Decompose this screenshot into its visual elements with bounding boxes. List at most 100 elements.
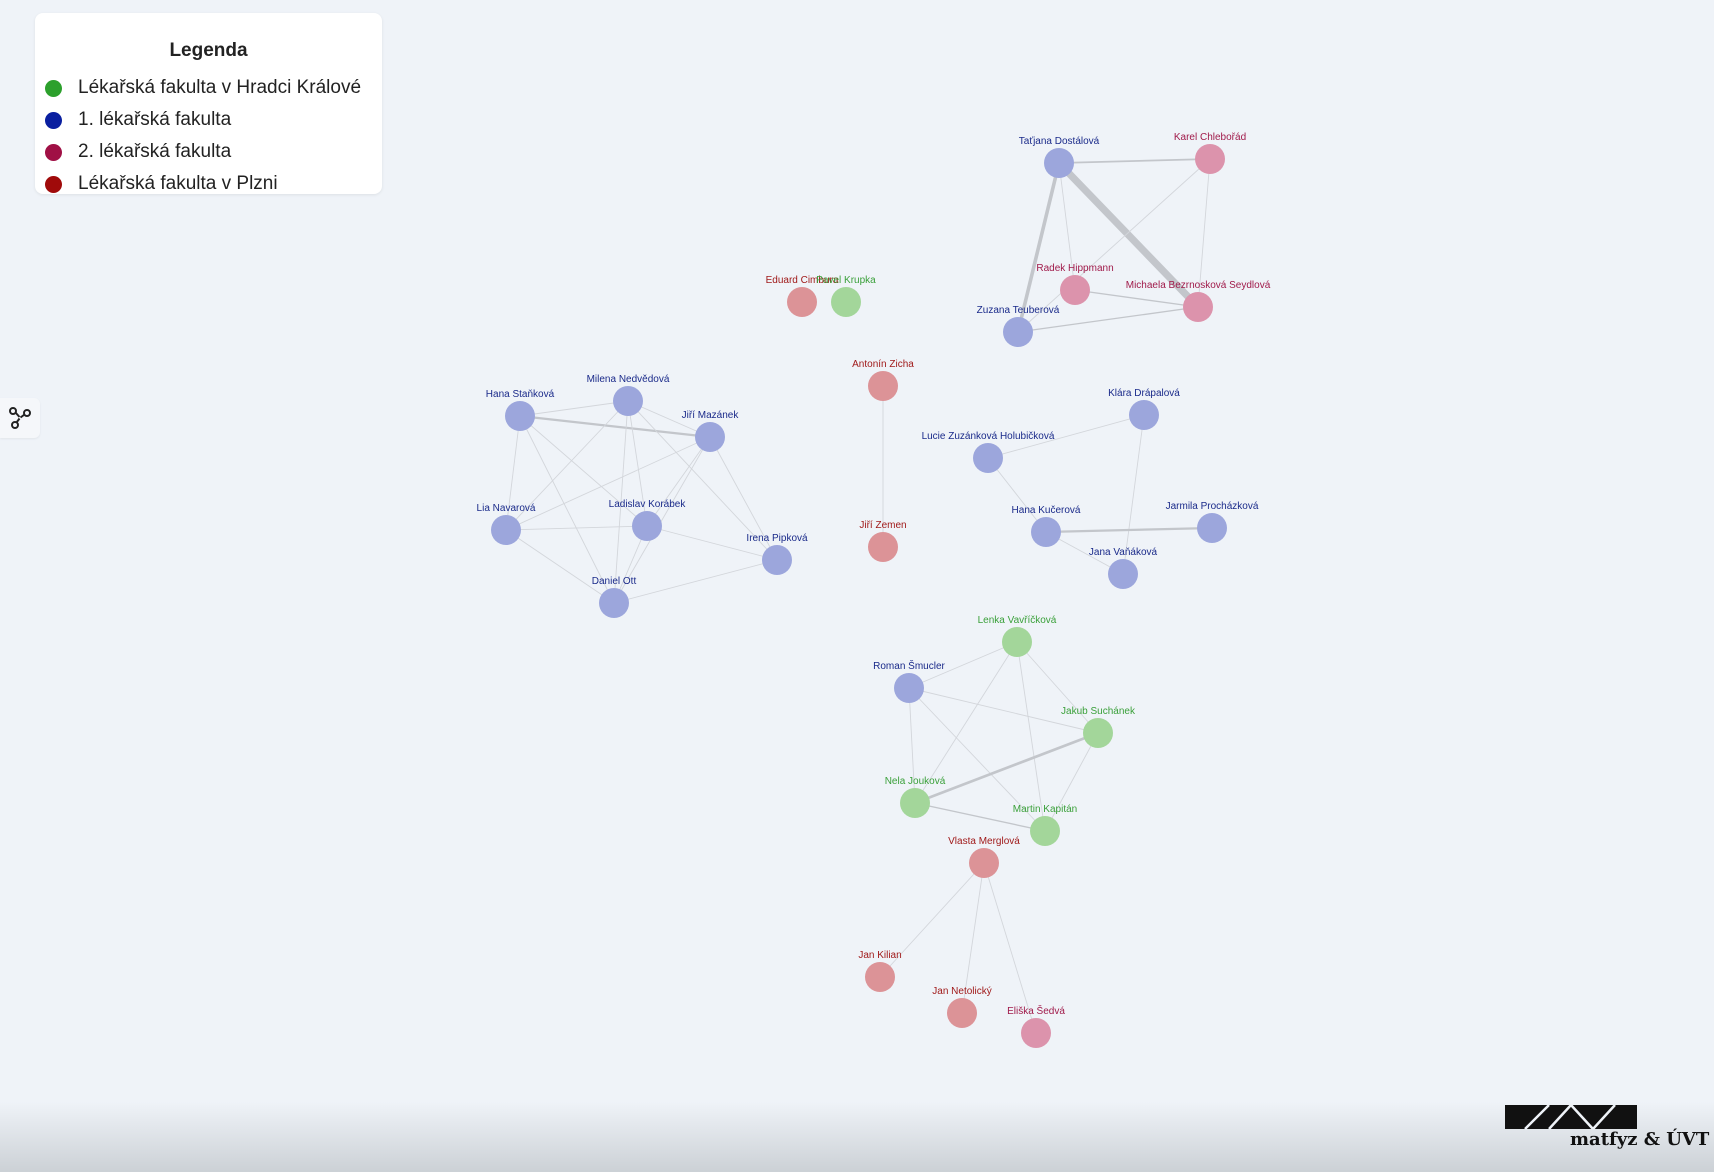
graph-edge: [519, 400, 629, 417]
node-circle[interactable]: [1083, 718, 1113, 748]
node-label: Jan Kilian: [858, 950, 901, 961]
graph-edge: [519, 415, 615, 604]
graph-edge: [1016, 162, 1061, 333]
node-circle[interactable]: [695, 422, 725, 452]
legend-dot-icon: [45, 79, 62, 97]
node-circle[interactable]: [613, 386, 643, 416]
node-label: Eliška Šedvá: [1007, 1004, 1065, 1017]
graph-node[interactable]: Jiří Zemen: [859, 520, 907, 562]
node-circle[interactable]: [1108, 559, 1138, 589]
edges-layer: [505, 158, 1213, 1034]
graph-node[interactable]: Eliška Šedvá: [1007, 1004, 1065, 1048]
node-circle[interactable]: [1129, 400, 1159, 430]
graph-edge: [627, 400, 778, 561]
node-label: Martin Kapitán: [1013, 804, 1077, 815]
node-circle[interactable]: [1197, 513, 1227, 543]
node-circle[interactable]: [1183, 292, 1213, 322]
graph-node[interactable]: Jan Kilian: [858, 950, 902, 992]
graph-edge: [983, 862, 1037, 1034]
graph-node[interactable]: Lenka Vavříčková: [978, 615, 1057, 657]
graph-node[interactable]: Martin Kapitán: [1013, 804, 1077, 846]
node-circle[interactable]: [865, 962, 895, 992]
graph-edge: [613, 436, 711, 604]
node-circle[interactable]: [1002, 627, 1032, 657]
node-circle[interactable]: [1195, 144, 1225, 174]
graph-node[interactable]: Jan Netolický: [932, 986, 992, 1028]
legend-item-label: Lékařská fakulta v Hradci Králové: [78, 77, 362, 98]
node-label: Nela Jouková: [885, 776, 946, 787]
graph-edge: [914, 731, 1099, 805]
legend-item-1lf: 1. lékařská fakulta: [45, 106, 231, 134]
node-circle[interactable]: [1060, 275, 1090, 305]
node-circle[interactable]: [1044, 148, 1074, 178]
node-circle[interactable]: [831, 287, 861, 317]
graph-node[interactable]: Jiří Mazánek: [682, 410, 740, 452]
node-circle[interactable]: [900, 788, 930, 818]
graph-node[interactable]: Daniel Ott: [592, 576, 637, 618]
graph-node[interactable]: Eduard Cimbura: [766, 275, 839, 317]
graph-node[interactable]: Karel Chlebořád: [1174, 132, 1246, 174]
graph-edge: [1016, 641, 1099, 734]
node-circle[interactable]: [969, 848, 999, 878]
graph-edge: [1058, 162, 1076, 291]
legend-item-label: 1. lékařská fakulta: [78, 109, 232, 130]
node-label: Jan Netolický: [932, 986, 991, 997]
node-circle[interactable]: [787, 287, 817, 317]
node-circle[interactable]: [505, 401, 535, 431]
graph-node[interactable]: Lucie Zuzánková Holubičková: [922, 431, 1055, 473]
graph-node[interactable]: Roman Šmucler: [873, 659, 946, 703]
node-circle[interactable]: [1021, 1018, 1051, 1048]
graph-node[interactable]: Jakub Suchánek: [1061, 706, 1136, 748]
graph-edge: [505, 415, 521, 531]
node-label: Karel Chlebořád: [1174, 132, 1246, 143]
graph-node[interactable]: Nela Jouková: [885, 776, 946, 818]
node-circle[interactable]: [1031, 517, 1061, 547]
graph-edge: [987, 457, 1047, 533]
node-circle[interactable]: [1030, 816, 1060, 846]
graph-node[interactable]: Jana Vaňáková: [1089, 547, 1158, 589]
node-label: Irena Pipková: [746, 533, 808, 544]
graph-node[interactable]: Vlasta Merglová: [948, 836, 1020, 878]
graph-node[interactable]: Jarmila Procházková: [1166, 501, 1259, 543]
graph-node[interactable]: Radek Hippmann: [1036, 263, 1114, 305]
node-circle[interactable]: [762, 545, 792, 575]
graph-node[interactable]: Irena Pipková: [746, 533, 808, 575]
node-label: Jarmila Procházková: [1166, 501, 1259, 512]
node-label: Hana Kučerová: [1012, 505, 1081, 516]
node-circle[interactable]: [868, 371, 898, 401]
legend-title: Legenda: [169, 40, 248, 61]
node-label: Lia Navarová: [477, 503, 536, 514]
node-circle[interactable]: [1003, 317, 1033, 347]
node-circle[interactable]: [947, 998, 977, 1028]
node-circle[interactable]: [599, 588, 629, 618]
graph-node[interactable]: Lia Navarová: [477, 503, 536, 545]
node-label: Klára Drápalová: [1108, 388, 1180, 399]
graph-edge: [613, 400, 629, 604]
node-circle[interactable]: [894, 673, 924, 703]
graph-node[interactable]: Zuzana Teuberová: [977, 305, 1060, 347]
legend-item-label: Lékařská fakulta v Plzni: [78, 173, 278, 194]
graph-edge: [505, 525, 648, 531]
graph-layout-button[interactable]: [0, 398, 40, 438]
graph-node[interactable]: Antonín Zicha: [852, 359, 914, 401]
graph-node[interactable]: Ladislav Korábek: [609, 499, 687, 541]
node-label: Pavel Krupka: [816, 275, 876, 286]
graph-node[interactable]: Michaela Bezrnosková Seydlová: [1126, 280, 1271, 322]
graph-edge: [519, 414, 711, 439]
node-circle[interactable]: [973, 443, 1003, 473]
node-label: Jana Vaňáková: [1089, 547, 1158, 558]
node-circle[interactable]: [491, 515, 521, 545]
node-circle[interactable]: [868, 532, 898, 562]
graph-node[interactable]: Milena Nedvědová: [587, 374, 670, 416]
graph-node[interactable]: Klára Drápalová: [1108, 388, 1180, 430]
node-label: Michaela Bezrnosková Seydlová: [1126, 280, 1271, 291]
node-circle[interactable]: [632, 511, 662, 541]
graph-node[interactable]: Hana Staňková: [486, 389, 555, 431]
graph-node[interactable]: Taťjana Dostálová: [1019, 136, 1100, 178]
graph-node[interactable]: Pavel Krupka: [816, 275, 876, 317]
node-label: Daniel Ott: [592, 576, 637, 587]
graph-node[interactable]: Hana Kučerová: [1012, 505, 1081, 547]
legend-item-hk: Lékařská fakulta v Hradci Králové: [45, 74, 361, 102]
logo-text: matfyz & ÚVT: [1570, 1129, 1710, 1150]
